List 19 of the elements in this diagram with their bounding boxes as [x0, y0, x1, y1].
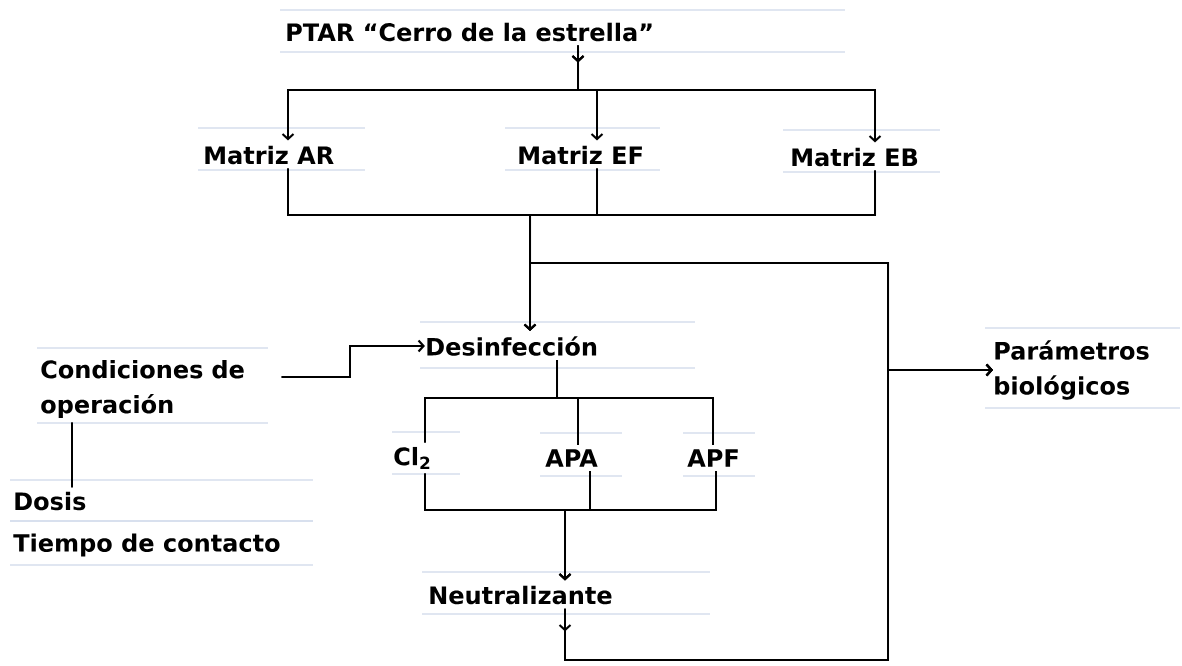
step-text: APA	[545, 449, 598, 467]
step-text: Dosis	[15, 491, 86, 511]
arrow	[558, 470, 717, 581]
step-text: Matriz EB	[792, 147, 918, 167]
step-text: PTAR “Cerro de la estrella”	[287, 22, 652, 42]
arrow	[571, 45, 882, 143]
step-text: Matriz AR	[205, 145, 334, 165]
connector-line	[71, 422, 73, 488]
step-text: Tiempo de contacto	[13, 533, 280, 557]
step-text: Condiciones de operación	[41, 359, 244, 419]
step-text: Matriz EF	[519, 145, 642, 165]
arrow	[558, 363, 993, 661]
step-text: APF	[687, 449, 738, 467]
connector-line	[556, 359, 714, 446]
arrow	[281, 339, 425, 378]
step-text: Desinfección	[427, 336, 597, 356]
step-text: Neutralizante	[430, 585, 612, 605]
step-text: Cl$_{2}$	[394, 446, 430, 470]
step-text: Parámetros biológicos	[995, 340, 1149, 400]
